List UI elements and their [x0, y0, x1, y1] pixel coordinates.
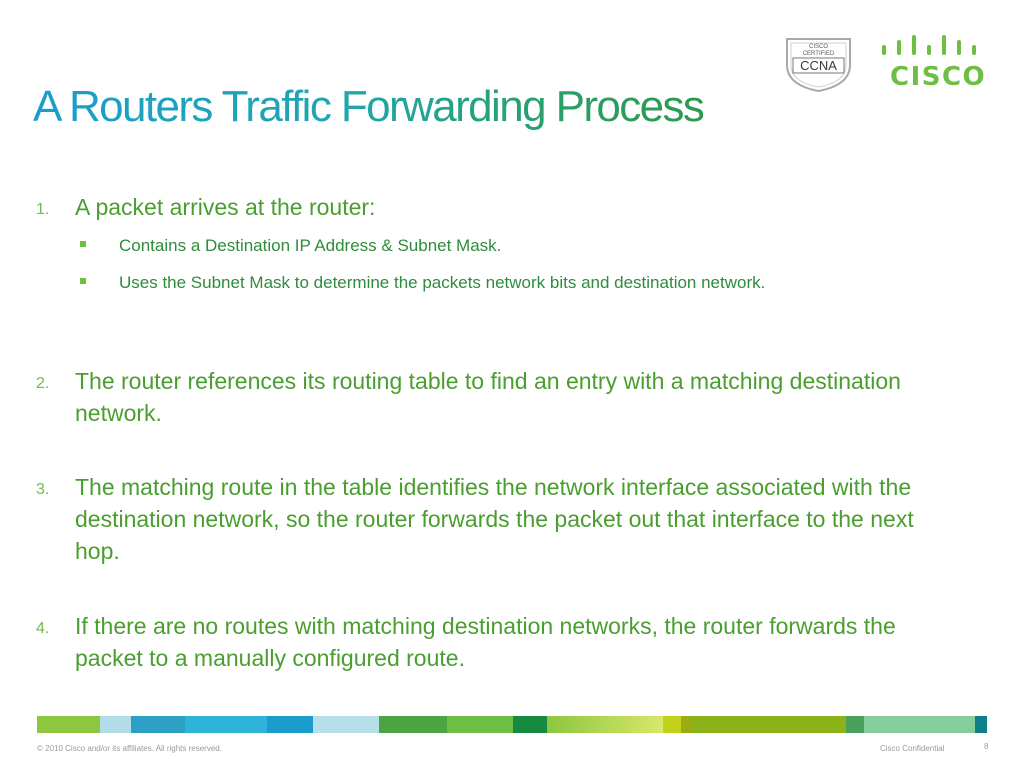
- sub-item-text: Uses the Subnet Mask to determine the pa…: [119, 273, 766, 292]
- footer-copyright: © 2010 Cisco and/or its affiliates. All …: [37, 744, 222, 753]
- sub-item-text: Contains a Destination IP Address & Subn…: [119, 236, 502, 255]
- item-number: 1.: [36, 201, 50, 218]
- item-text: A packet arrives at the router:: [75, 194, 376, 220]
- item-text: The matching route in the table identifi…: [75, 474, 914, 564]
- item-number: 3.: [36, 481, 50, 498]
- footer-color-bar: [37, 716, 987, 733]
- cisco-logo-wordmark: CISCO: [890, 62, 987, 92]
- ccna-badge-main: CCNA: [800, 58, 837, 73]
- ccna-certified-badge: CISCO CERTIFIED CCNA: [786, 38, 851, 93]
- item-text: The router references its routing table …: [75, 368, 901, 426]
- item-number: 2.: [36, 375, 50, 392]
- ccna-badge-line1: CISCO: [809, 44, 828, 50]
- item-number: 4.: [36, 620, 50, 637]
- square-bullet-icon: [80, 278, 86, 284]
- page-number: 8: [984, 742, 989, 751]
- footer-confidential: Cisco Confidential: [880, 744, 945, 753]
- cisco-bars-icon: [882, 35, 976, 55]
- slide-title: A Routers Traffic Forwarding Process: [33, 82, 705, 131]
- square-bullet-icon: [80, 241, 86, 247]
- item-text: If there are no routes with matching des…: [75, 613, 896, 671]
- ccna-badge-line2: CERTIFIED: [803, 51, 835, 57]
